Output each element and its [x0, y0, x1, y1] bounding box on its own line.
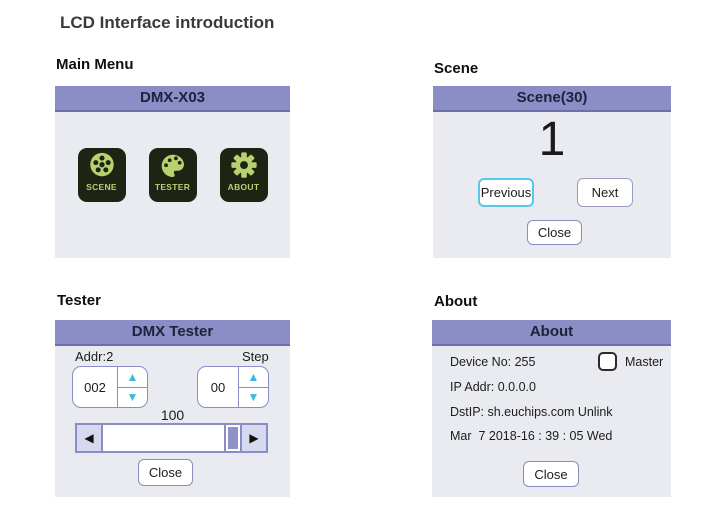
addr-label: Addr:2	[75, 349, 114, 364]
tile-tester-label: TESTER	[154, 182, 191, 192]
slider-value-label: 100	[160, 407, 185, 423]
step-stepper: 00 ▲ ▼	[197, 366, 269, 408]
step-label: Step	[242, 349, 269, 364]
step-value: 00	[210, 379, 226, 395]
tile-about-label: ABOUT	[227, 182, 260, 192]
slider-right-arrow-icon[interactable]: ▶	[242, 425, 266, 451]
dst-ip-text: DstIP: sh.euchips.com Unlink	[450, 405, 613, 419]
addr-up-icon[interactable]: ▲	[126, 369, 139, 384]
about-section-heading: About	[434, 293, 478, 310]
tester-titlebar: DMX Tester	[55, 320, 290, 346]
level-slider: ◀ ▶	[75, 423, 268, 453]
main-menu-titlebar: DMX-X03	[55, 86, 290, 112]
device-no-text: Device No: 255	[450, 355, 536, 369]
slider-thumb-cell	[224, 425, 242, 451]
addr-value: 002	[84, 379, 106, 395]
tile-about[interactable]: ABOUT	[219, 148, 268, 202]
tester-screen: DMX Tester Addr:2 Step 002 ▲ ▼ 00 ▲ ▼ 10…	[55, 320, 290, 497]
tester-close-button[interactable]: Close	[138, 459, 193, 486]
tile-tester[interactable]: TESTER	[148, 148, 197, 202]
master-checkbox[interactable]	[598, 352, 617, 371]
main-menu-screen: DMX-X03 SCENE	[55, 86, 290, 258]
tile-scene-label: SCENE	[86, 182, 117, 192]
slider-left-arrow-icon[interactable]: ◀	[77, 425, 101, 451]
slider-thumb[interactable]	[228, 427, 238, 449]
palette-icon	[158, 151, 188, 181]
slider-track[interactable]	[101, 425, 224, 451]
previous-button[interactable]: Previous	[478, 178, 534, 207]
ip-addr-text: IP Addr: 0.0.0.0	[450, 380, 536, 394]
tile-scene[interactable]: SCENE	[77, 148, 126, 202]
step-down-icon[interactable]: ▼	[239, 386, 268, 408]
scene-screen: Scene(30) 1 Previous Next Close	[433, 86, 671, 258]
step-arrows: ▲ ▼	[238, 367, 268, 407]
film-reel-icon	[87, 151, 117, 181]
about-titlebar: About	[432, 320, 671, 346]
about-close-button[interactable]: Close	[523, 461, 579, 487]
scene-titlebar: Scene(30)	[433, 86, 671, 112]
scene-section-heading: Scene	[434, 60, 479, 77]
main-menu-tiles: SCENE TESTER	[55, 148, 290, 202]
step-up-icon[interactable]: ▲	[247, 369, 260, 384]
scene-number-value: 1	[538, 113, 566, 166]
next-button[interactable]: Next	[577, 178, 633, 207]
addr-stepper: 002 ▲ ▼	[72, 366, 148, 408]
main-menu-section-heading: Main Menu	[56, 56, 134, 73]
scene-close-button[interactable]: Close	[527, 220, 582, 245]
master-label: Master	[625, 355, 664, 369]
page-title: LCD Interface introduction	[60, 13, 275, 32]
gear-icon	[229, 151, 259, 181]
datetime-text: Mar 7 2018-16 : 39 : 05 Wed	[450, 429, 613, 443]
addr-down-icon[interactable]: ▼	[118, 386, 147, 408]
addr-arrows: ▲ ▼	[117, 367, 147, 407]
tester-section-heading: Tester	[57, 292, 101, 309]
about-screen: About Device No: 255 Master IP Addr: 0.0…	[432, 320, 671, 497]
